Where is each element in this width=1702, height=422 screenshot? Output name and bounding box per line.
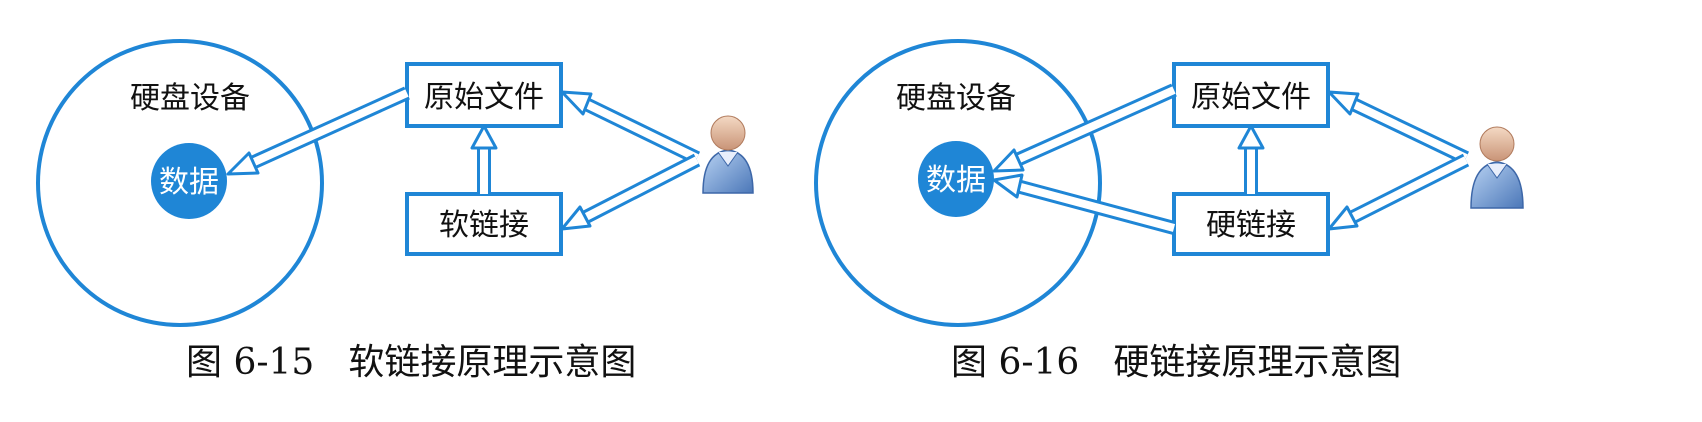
- caption-text: 软链接原理示意图: [348, 342, 637, 383]
- arrow-user-to-soft-link: [560, 153, 701, 231]
- arrow-soft-link-to-original: [470, 124, 498, 194]
- caption-fig-6-15: 图 6-15 软链接原理示意图: [186, 333, 636, 385]
- arrow-user-to-hard-link: [1327, 153, 1470, 231]
- arrow-user-to-original: [560, 90, 701, 165]
- user-icon: [1470, 126, 1524, 209]
- arrow-original-to-data: [992, 83, 1177, 173]
- data-label: 数据: [926, 163, 986, 198]
- soft-link-diagram: 硬盘设备 数据 原始文件 软链接: [36, 39, 754, 327]
- data-circle: [918, 141, 994, 217]
- disk-device-label: 硬盘设备: [896, 81, 1016, 116]
- data-circle: [151, 143, 227, 219]
- caption-text: 硬链接原理示意图: [1113, 342, 1402, 383]
- caption-fig-6-16: 图 6-16 硬链接原理示意图: [951, 333, 1401, 385]
- disk-device-label: 硬盘设备: [130, 81, 250, 116]
- hard-link-diagram: 硬盘设备 数据 原始文件 硬链接: [814, 39, 1524, 327]
- data-label: 数据: [159, 165, 219, 200]
- original-file-box: [405, 62, 563, 128]
- original-file-label: 原始文件: [424, 80, 544, 115]
- caption-number: 图 6-15: [186, 342, 315, 383]
- figure-hard-link: 硬盘设备 数据 原始文件 硬链接: [814, 0, 1702, 422]
- hard-link-label: 硬链接: [1206, 208, 1296, 243]
- arrow-hard-link-to-data: [992, 173, 1176, 235]
- arrow-user-to-original: [1327, 90, 1470, 165]
- caption-number: 图 6-16: [951, 342, 1080, 383]
- original-file-label: 原始文件: [1191, 80, 1311, 115]
- user-icon: [702, 115, 754, 194]
- soft-link-label: 软链接: [439, 208, 529, 243]
- arrow-hard-link-to-original: [1237, 124, 1265, 194]
- figure-soft-link: 硬盘设备 数据 原始文件 软链接: [36, 39, 754, 385]
- arrow-original-to-data: [226, 86, 410, 176]
